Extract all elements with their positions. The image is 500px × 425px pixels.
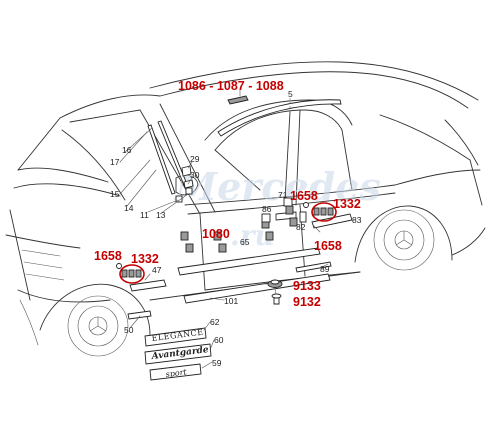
- label-60: 60: [214, 335, 224, 345]
- rear-moulding: [311, 213, 353, 229]
- callout-rear-lower: 1658: [314, 239, 342, 253]
- door-clip-group: [180, 205, 298, 253]
- label-89: 89: [320, 264, 330, 274]
- label-83: 83: [352, 215, 362, 225]
- avantgarde-emblem: [144, 343, 212, 365]
- pillar-clip: [175, 195, 183, 203]
- callout-clamp-rear: 1332: [333, 197, 361, 211]
- callout-clip-front: 1658: [94, 249, 122, 263]
- rear-clamp-highlight: [311, 202, 337, 222]
- fender-lower-strip: [127, 310, 152, 320]
- rear-lower-strip: [295, 261, 332, 273]
- bracket-29: [181, 165, 192, 177]
- label-86: 86: [262, 204, 272, 214]
- watermark-text: Mercedes: [173, 164, 381, 209]
- part-82: [299, 211, 307, 223]
- roof-clip: [227, 95, 249, 105]
- callout-grommet: 9133: [293, 279, 321, 293]
- label-59: 59: [212, 358, 222, 368]
- callout-screw: 9132: [293, 295, 321, 309]
- a-pillar-trim-left: [147, 124, 176, 195]
- label-62: 62: [210, 317, 220, 327]
- label-101: 101: [224, 296, 238, 306]
- red-callouts: 1086 - 1087 - 1088 1080 1658 1332 1658 1…: [94, 79, 361, 309]
- label-11: 11: [140, 210, 149, 220]
- callout-clip-rear: 1658: [290, 189, 318, 203]
- front-clamp-highlight: [119, 264, 145, 284]
- fender-moulding: [129, 279, 167, 292]
- callout-roof-parts: 1086 - 1087 - 1088: [178, 79, 284, 93]
- label-50: 50: [124, 325, 134, 335]
- emblem-sport-text: sport: [165, 367, 188, 379]
- elegance-emblem: [144, 327, 207, 347]
- part-86: [261, 213, 271, 223]
- part-number-labels: 5 17 16 15 14 11 13 29 30 65 86 71 82 83…: [110, 89, 362, 368]
- label-47: 47: [152, 265, 162, 275]
- label-30: 30: [190, 170, 200, 180]
- label-65: 65: [240, 237, 250, 247]
- callout-door-trim: 1080: [202, 227, 230, 241]
- label-16: 16: [122, 145, 132, 155]
- bracket-30: [183, 179, 194, 189]
- label-29: 29: [190, 154, 200, 164]
- roof-moulding: [217, 99, 342, 137]
- label-13: 13: [156, 210, 166, 220]
- label-14: 14: [124, 203, 134, 213]
- rear-clamp-group: [303, 202, 334, 216]
- door-moulding: [177, 247, 321, 276]
- label-5: 5: [288, 89, 293, 99]
- sport-emblem: [149, 363, 202, 381]
- label-71: 71: [278, 190, 288, 200]
- part-71: [283, 197, 293, 207]
- leader-lines: [119, 98, 329, 369]
- label-17: 17: [110, 157, 120, 167]
- label-82: 82: [296, 222, 306, 232]
- pillar-clip-2: [185, 187, 193, 195]
- callout-clamp-front: 1332: [131, 252, 159, 266]
- front-clamp-group: [116, 263, 142, 278]
- label-15: 15: [110, 189, 120, 199]
